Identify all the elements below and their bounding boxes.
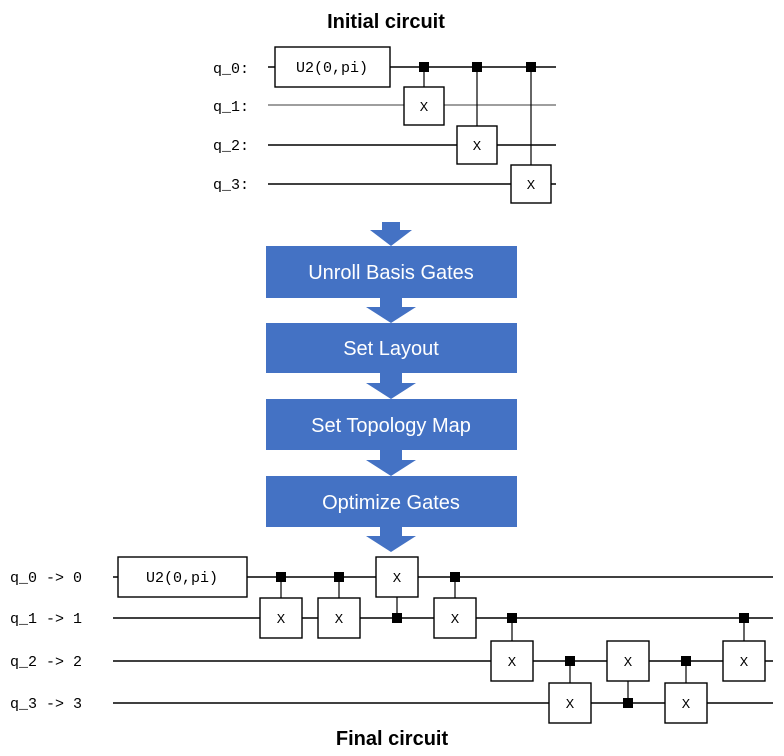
cnot-gate: X <box>510 62 552 204</box>
down-arrow-icon <box>366 298 416 323</box>
control-dot <box>472 62 482 72</box>
svg-text:X: X <box>393 571 402 587</box>
down-arrow-icon <box>366 450 416 476</box>
final-qubit-label: q_1 -> 1 <box>10 611 82 628</box>
target-x-gate <box>456 125 498 165</box>
target-x-gate <box>548 682 592 724</box>
control-dot <box>334 572 344 582</box>
initial-qubit-label: q_2: <box>213 138 249 155</box>
control-dot <box>681 656 691 666</box>
final-qubit-label: q_3 -> 3 <box>10 696 82 713</box>
svg-text:U2(0,pi): U2(0,pi) <box>146 570 218 587</box>
target-x-gate <box>510 164 552 204</box>
cnot-gate: X <box>456 62 498 165</box>
cnot-gate: X <box>259 572 303 639</box>
initial-wires <box>268 66 556 185</box>
step-box <box>266 476 517 527</box>
svg-text:X: X <box>566 697 575 713</box>
initial-qubit-label: q_1: <box>213 99 249 116</box>
cnot-gate: X <box>403 62 445 126</box>
initial-qubit-label: q_0: <box>213 61 249 78</box>
step-label: Set Topology Map <box>311 415 471 437</box>
target-x-gate <box>722 640 766 682</box>
cnot-gate: X <box>433 572 477 639</box>
final-qubit-labels: q_0 -> 0 q_1 -> 1 q_2 -> 2 q_3 -> 3 <box>10 570 82 713</box>
final-qubit-label: q_2 -> 2 <box>10 654 82 671</box>
target-x-gate <box>606 640 650 682</box>
down-arrow-icon <box>366 373 416 399</box>
cnot-gate: X <box>606 640 650 708</box>
target-x-gate <box>490 640 534 682</box>
svg-text:X: X <box>508 655 517 671</box>
target-x-gate <box>664 682 708 724</box>
cnot-gate: X <box>548 656 592 724</box>
control-dot <box>623 698 633 708</box>
final-qubit-label: q_0 -> 0 <box>10 570 82 587</box>
down-arrow-icon <box>370 222 412 246</box>
svg-text:X: X <box>527 178 536 194</box>
step-label: Set Layout <box>343 338 439 360</box>
initial-circuit-title: Initial circuit <box>327 11 445 33</box>
target-x-gate <box>317 597 361 639</box>
initial-qubit-label: q_3: <box>213 177 249 194</box>
svg-text:U2(0,pi): U2(0,pi) <box>296 60 368 77</box>
control-dot <box>392 613 402 623</box>
target-x-gate <box>433 597 477 639</box>
cnot-gate: X <box>664 656 708 724</box>
svg-text:X: X <box>740 655 749 671</box>
control-dot <box>450 572 460 582</box>
step-box <box>266 323 517 373</box>
svg-text:X: X <box>473 139 482 155</box>
control-dot <box>276 572 286 582</box>
pipeline: Unroll Basis Gates Set Layout Set Topolo… <box>266 222 517 552</box>
cnot-gate: X <box>490 613 534 682</box>
target-x-gate <box>403 86 445 126</box>
svg-text:X: X <box>335 612 344 628</box>
svg-text:X: X <box>420 100 429 116</box>
step-label: Unroll Basis Gates <box>308 262 474 284</box>
svg-text:X: X <box>682 697 691 713</box>
initial-qubit-labels: q_0: q_1: q_2: q_3: <box>213 61 249 194</box>
cnot-gate: X <box>317 572 361 639</box>
control-dot <box>526 62 536 72</box>
control-dot <box>565 656 575 666</box>
step-box <box>266 399 517 450</box>
svg-text:X: X <box>451 612 460 628</box>
control-dot <box>739 613 749 623</box>
control-dot <box>419 62 429 72</box>
svg-text:X: X <box>624 655 633 671</box>
control-dot <box>507 613 517 623</box>
cnot-gate: X <box>722 613 766 682</box>
cnot-gate: X <box>375 556 419 623</box>
down-arrow-icon <box>366 527 416 552</box>
step-label: Optimize Gates <box>322 492 460 514</box>
step-box <box>266 246 517 298</box>
u2-gate: U2(0,pi) <box>117 556 248 598</box>
svg-text:X: X <box>277 612 286 628</box>
u2-gate: U2(0,pi) <box>274 46 391 88</box>
target-x-gate <box>259 597 303 639</box>
final-circuit-title: Final circuit <box>336 728 449 750</box>
